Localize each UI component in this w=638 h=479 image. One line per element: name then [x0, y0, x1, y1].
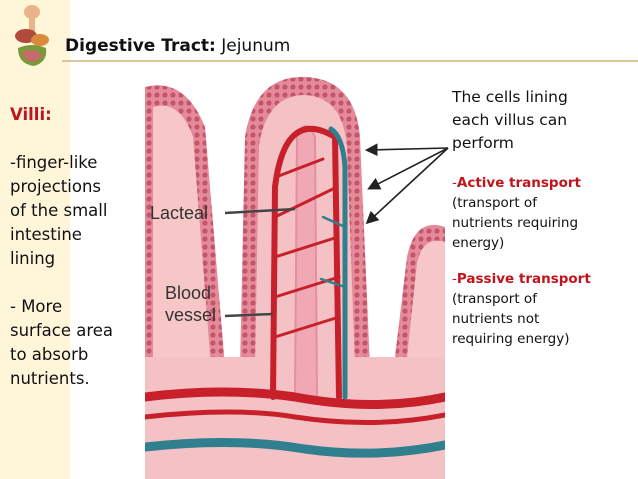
- passive-transport-heading: -Passive transport: [452, 269, 591, 289]
- active-desc-line: energy): [452, 235, 505, 251]
- intro-line: perform: [452, 134, 514, 152]
- transport-description: The cells lining each villus can perform…: [452, 86, 591, 349]
- point2-line: nutrients.: [10, 369, 90, 388]
- label-blood-line1: Blood: [165, 283, 211, 303]
- digestive-system-thumbnail: [15, 5, 49, 66]
- title-rest: Jejunum: [221, 36, 291, 56]
- point1-line: -finger-like: [10, 153, 98, 172]
- blood-vessel-network: [145, 125, 445, 426]
- active-desc-line: (transport of: [452, 195, 537, 211]
- passive-title: Passive transport: [456, 271, 591, 287]
- point1-line: of the small: [10, 201, 108, 220]
- passive-desc-line: (transport of: [452, 291, 537, 307]
- lacteal-pointer: [224, 207, 296, 215]
- title-bold: Digestive Tract:: [65, 36, 216, 56]
- passive-desc-line: nutrients not: [452, 311, 540, 327]
- passive-dash: -: [452, 271, 457, 287]
- villi-description: Villi: -finger-like projections of the s…: [10, 103, 113, 391]
- point2-line: surface area: [10, 321, 114, 340]
- label-blood-line2: vessel: [165, 305, 216, 325]
- active-dash: -: [452, 175, 457, 191]
- spacer: [452, 155, 591, 173]
- active-desc-line: nutrients requiring: [452, 215, 579, 231]
- point2-line: to absorb: [10, 345, 89, 364]
- intro-line: each villus can: [452, 111, 568, 129]
- passive-desc-line: requiring energy): [452, 331, 570, 347]
- point1-line: lining: [10, 249, 56, 268]
- left-decorative-band: [0, 0, 70, 479]
- spacer: [452, 253, 591, 269]
- active-transport-heading: -Active transport: [452, 173, 591, 193]
- title-divider: [62, 60, 638, 62]
- point1-line: projections: [10, 177, 101, 196]
- blood-vessel-pointer: [224, 312, 274, 318]
- vein-network: [145, 126, 445, 458]
- active-title: Active transport: [456, 175, 581, 191]
- page-title: Digestive Tract: Jejunum: [65, 36, 290, 56]
- point1-line: intestine: [10, 225, 82, 244]
- villi-heading: Villi:: [10, 105, 52, 124]
- villus-diagram: Lacteal Blood vessel: [145, 67, 445, 479]
- point2-line: - More: [10, 297, 63, 316]
- label-lacteal: Lacteal: [150, 203, 208, 223]
- intro-line: The cells lining: [452, 88, 568, 106]
